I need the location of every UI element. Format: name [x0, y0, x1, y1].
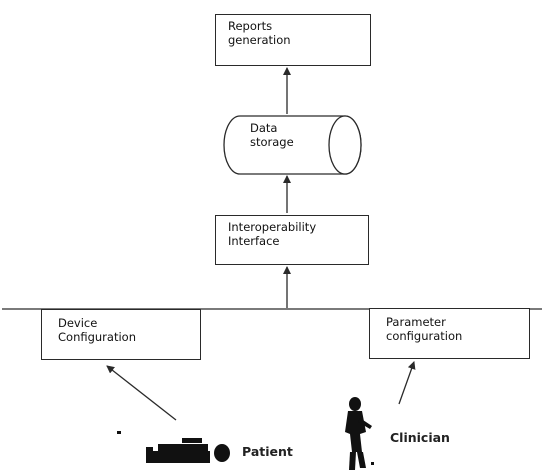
- arrow-clinician-to-parameter: [398, 361, 416, 405]
- interoperability-interface-box: Interoperability Interface: [215, 215, 369, 265]
- storage-label-line-2: storage: [250, 135, 294, 149]
- clinician-label: Clinician: [390, 430, 450, 445]
- interop-label-line-2: Interface: [228, 234, 280, 248]
- interop-label-line-1: Interoperability: [228, 220, 317, 234]
- patient-label: Patient: [242, 444, 293, 459]
- storage-label-line-1: Data: [250, 121, 278, 135]
- arrow-patient-to-device: [106, 365, 177, 421]
- parameter-configuration-box: Parameter configuration: [369, 308, 530, 359]
- parameter-label-line-1: Parameter: [386, 315, 446, 329]
- data-storage-label: Data storage: [250, 121, 294, 149]
- reports-label-line-1: Reports: [228, 19, 273, 33]
- data-storage-cylinder: [223, 115, 362, 175]
- parameter-label-line-2: configuration: [386, 329, 463, 343]
- clinician-figure-icon: [345, 397, 374, 470]
- reports-label-line-2: generation: [228, 33, 291, 47]
- patient-figure-icon: [117, 431, 230, 463]
- reports-generation-box: Reports generation: [215, 14, 371, 66]
- device-configuration-box: Device Configuration: [41, 309, 201, 360]
- device-label-line-2: Configuration: [58, 330, 136, 344]
- device-label-line-1: Device: [58, 316, 98, 330]
